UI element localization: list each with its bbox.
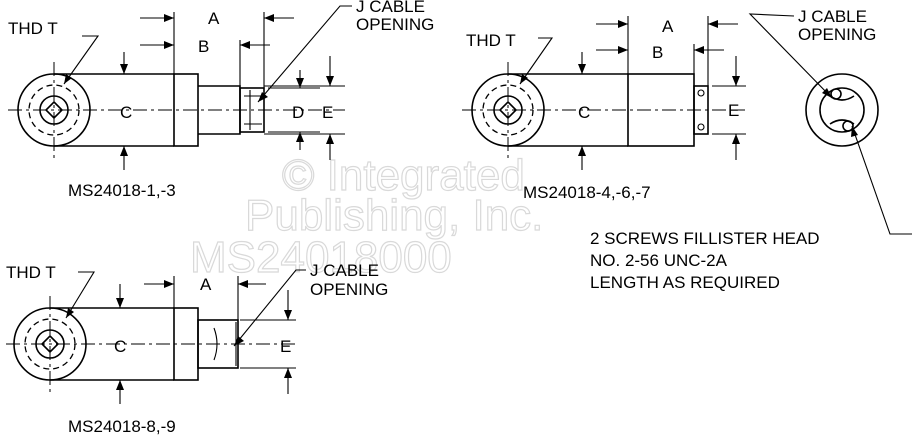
thread-label: THD T	[466, 31, 516, 50]
cable-leader	[233, 269, 306, 347]
screw-head-top	[830, 88, 842, 100]
cable-label-line-2: OPENING	[356, 15, 434, 34]
dim-b-left-arrow	[618, 46, 628, 54]
thread-label: THD T	[6, 263, 56, 282]
dim-c-label: C	[114, 337, 126, 356]
dim-d-label: D	[292, 103, 304, 122]
dim-a-right-arrow	[238, 280, 248, 288]
dim-c-top-arrow	[120, 64, 128, 74]
screw-leader	[851, 125, 912, 235]
clamp-bars	[829, 95, 855, 125]
dim-a-right-arrow	[708, 20, 718, 28]
thread-leader-arrow	[64, 74, 72, 84]
dim-d-top-arrow	[296, 78, 304, 88]
dim-b-right-arrow	[240, 41, 250, 49]
cable-label-line-1: J CABLE	[356, 0, 425, 16]
dim-c-top-arrow	[116, 298, 124, 308]
cable-label-line-1: J CABLE	[310, 261, 379, 280]
cable-leader-arrow	[258, 92, 268, 102]
dim-a-left-arrow	[164, 280, 174, 288]
dim-e-top-arrow	[326, 76, 334, 86]
dim-e-label: E	[322, 103, 333, 122]
dim-c-label: C	[578, 103, 590, 122]
cable-opening-circle	[819, 87, 865, 133]
dim-e-label: E	[728, 101, 739, 120]
screw-leader-arrow	[851, 126, 858, 137]
dim-d-bottom-arrow	[296, 132, 304, 142]
part-number: MS24018-4,-6,-7	[523, 183, 651, 202]
cable-clamp	[239, 87, 265, 133]
body-collar	[173, 73, 199, 147]
clamp-detail	[244, 90, 262, 130]
dim-c-top-arrow	[578, 64, 586, 74]
view-ms24018-4-6-7: C A B E THD T MS24018-4,-6,-7	[462, 16, 746, 202]
dim-a-label: A	[200, 275, 212, 294]
dim-a-left-arrow	[164, 14, 174, 22]
cable-leader	[748, 13, 833, 99]
watermark-line-2: Publishing, Inc.	[245, 191, 543, 240]
thread-leader	[65, 271, 95, 319]
end-view-screws: J CABLE OPENING 2 SCREWS FILLISTER HEAD …	[590, 7, 912, 292]
dim-e-bottom-arrow	[732, 134, 740, 144]
dim-a-label: A	[662, 17, 674, 36]
cable-label-line-1: J CABLE	[798, 7, 867, 26]
cable-label-line-2: OPENING	[310, 280, 388, 299]
dim-b-label: B	[652, 43, 663, 62]
watermark-line-1: © Integrated	[282, 151, 525, 200]
dim-c-bottom-arrow	[120, 146, 128, 156]
part-number: MS24018-1,-3	[68, 181, 176, 200]
dim-e-label: E	[280, 337, 291, 356]
dim-e-bottom-arrow	[326, 134, 334, 144]
screw-head-bottom	[697, 123, 705, 131]
dim-a-left-arrow	[618, 20, 628, 28]
dim-b-left-arrow	[164, 41, 174, 49]
watermark-line-3: MS24018000	[190, 233, 452, 282]
screw-head-top	[697, 89, 705, 97]
dim-e-top-arrow	[284, 310, 292, 320]
dim-b-right-arrow	[694, 46, 704, 54]
dim-e-top-arrow	[732, 76, 740, 86]
dim-a-right-arrow	[264, 14, 274, 22]
note-line-2: NO. 2-56 UNC-2A	[590, 251, 728, 270]
cable-leader-arrow	[234, 336, 244, 346]
thread-leader-arrow	[520, 74, 528, 84]
cable-leader-arrow	[822, 88, 832, 98]
screw-head-bottom	[842, 120, 854, 132]
end-view-outer-circle	[805, 73, 879, 147]
view-ms24018-1-3: C A B D E THD T J CABLE	[8, 0, 434, 200]
dim-c-label: C	[120, 103, 132, 122]
thread-leader	[63, 35, 100, 85]
end-cap	[693, 85, 709, 135]
dim-e-bottom-arrow	[284, 368, 292, 378]
dim-a-label: A	[208, 9, 220, 28]
dim-c-bottom-arrow	[578, 146, 586, 156]
thread-leader	[519, 37, 554, 85]
watermark: © Integrated Publishing, Inc. MS24018000	[189, 150, 544, 282]
note-line-1: 2 SCREWS FILLISTER HEAD	[590, 229, 820, 248]
dim-b-label: B	[198, 37, 209, 56]
note-line-3: LENGTH AS REQUIRED	[590, 273, 780, 292]
cable-label-line-2: OPENING	[798, 25, 876, 44]
dim-c-bottom-arrow	[116, 380, 124, 390]
thread-leader-arrow	[66, 308, 74, 318]
cable-leader	[257, 5, 352, 103]
thread-label: THD T	[8, 19, 58, 38]
view-ms24018-8-9: C A E THD T J CABLE OPENING MS24018-8,-9	[6, 261, 388, 436]
part-number: MS24018-8,-9	[68, 417, 176, 436]
